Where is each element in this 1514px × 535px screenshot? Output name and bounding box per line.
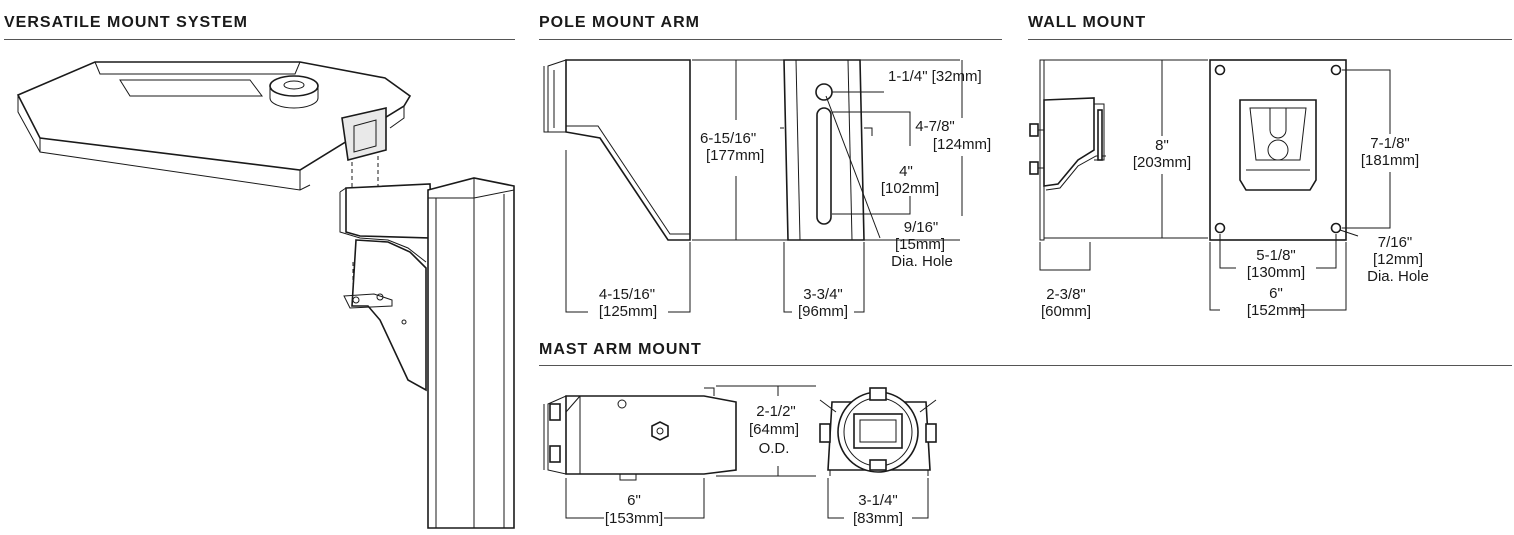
- mast-od-label: 2-1/2": [756, 403, 796, 420]
- title-wall-mount: WALL MOUNT: [1028, 14, 1147, 31]
- wall-depth-label: 2-3/8": [1046, 286, 1086, 303]
- mount-hole: [815, 83, 833, 101]
- pole-slot-mm-label: [102mm]: [881, 180, 939, 197]
- wall-hole-spacing-h-mm-label: [130mm]: [1247, 264, 1305, 281]
- pole-width-mm-label: [96mm]: [798, 303, 848, 320]
- mast-width-mm-label: [83mm]: [853, 510, 903, 527]
- pole-height-b-mm-label: [124mm]: [933, 136, 991, 153]
- pole-slot-label: 4": [899, 163, 913, 180]
- wall-height-mm-label: [203mm]: [1133, 154, 1191, 171]
- wall-hole-bottom-right: [1330, 222, 1342, 234]
- pole-height-a-label: 6-15/16": [700, 130, 756, 147]
- wall-mount-front-view: [1209, 59, 1347, 241]
- wall-mount-side-view: [1029, 59, 1106, 241]
- mast-arm-end-view: [819, 387, 937, 476]
- rule-wall: [1028, 39, 1512, 40]
- wall-hole-dia-label: Dia. Hole: [1367, 268, 1429, 285]
- wall-height-label: 8": [1155, 137, 1169, 154]
- wall-hole-mm-label: [12mm]: [1373, 251, 1423, 268]
- wall-hole-spacing-v-label: 7-1/8": [1370, 135, 1410, 152]
- wall-depth-mm-label: [60mm]: [1041, 303, 1091, 320]
- rule-pole: [539, 39, 1002, 40]
- pole-length-mm-label: [125mm]: [599, 303, 657, 320]
- wall-hole-bottom-left: [1214, 222, 1226, 234]
- pole-width-label: 3-3/4": [803, 286, 843, 303]
- pole-mount-arm-front-view: [780, 59, 873, 241]
- mast-bolt-hex: [651, 421, 669, 441]
- title-mast-arm-mount: MAST ARM MOUNT: [539, 341, 702, 358]
- wall-hole-top-right: [1330, 64, 1342, 76]
- versatile-mount-illustration: [16, 61, 515, 529]
- wall-hole-top-left: [1214, 64, 1226, 76]
- mast-length-label: 6": [627, 492, 641, 509]
- wall-hole-label: 7/16": [1378, 234, 1413, 251]
- pole-dimension-lines: [565, 59, 963, 313]
- wall-plate-width-mm-label: [152mm]: [1247, 302, 1305, 319]
- title-pole-mount-arm: POLE MOUNT ARM: [539, 14, 700, 31]
- mast-length-mm-label: [153mm]: [605, 510, 663, 527]
- pole-length-label: 4-15/16": [599, 286, 655, 303]
- title-versatile-mount-system: VERSATILE MOUNT SYSTEM: [4, 14, 248, 31]
- mast-od-od-label: O.D.: [759, 440, 790, 457]
- wall-plate-width-label: 6": [1269, 285, 1283, 302]
- mast-width-label: 3-1/4": [858, 492, 898, 509]
- wall-dimension-lines: [1039, 59, 1391, 311]
- pole-mount-arm-side-view: [543, 59, 691, 241]
- mount-slot: [816, 107, 832, 225]
- pole-hole-mm-label: [15mm]: [895, 236, 945, 253]
- pole-hole-offset-label: 1-1/4" [32mm]: [888, 68, 982, 85]
- mast-dimension-lines: [565, 385, 929, 519]
- rule-mast: [539, 365, 1512, 366]
- rule-versatile: [4, 39, 515, 40]
- wall-hole-spacing-v-mm-label: [181mm]: [1361, 152, 1419, 169]
- wall-hole-spacing-h-label: 5-1/8": [1256, 247, 1296, 264]
- mast-arm-side-view: [543, 387, 737, 481]
- pole-height-a-mm-label: [177mm]: [706, 147, 764, 164]
- pole-hole-dia-label: Dia. Hole: [891, 253, 953, 270]
- mast-od-mm-label: [64mm]: [749, 421, 799, 438]
- pole-height-b-label: 4-7/8": [915, 118, 955, 135]
- pole-hole-label: 9/16": [904, 219, 939, 236]
